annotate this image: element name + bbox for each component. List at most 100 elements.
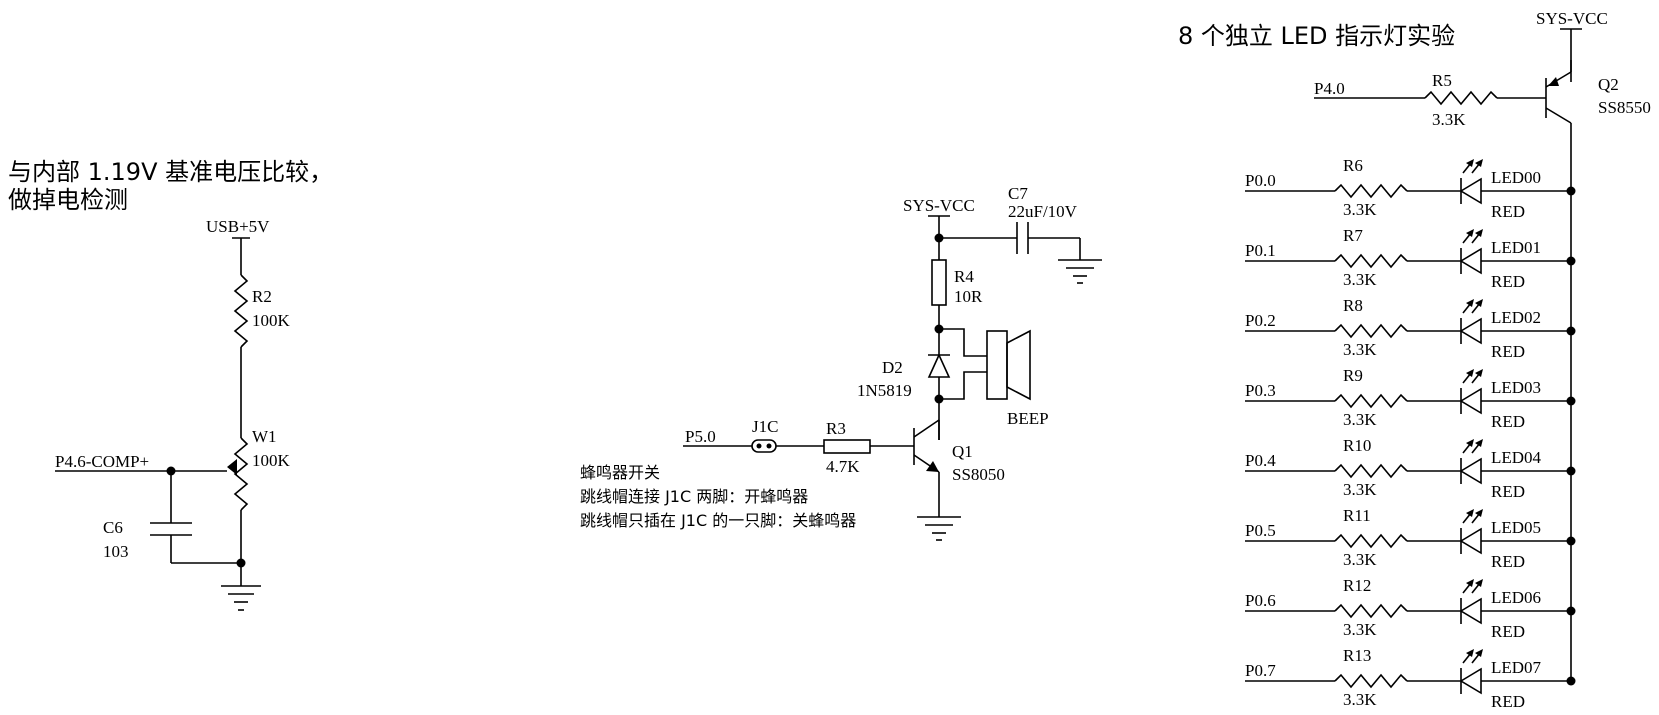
led-name: LED02 <box>1491 308 1541 327</box>
light-emission-icon <box>1462 299 1483 314</box>
led-name: LED06 <box>1491 588 1541 607</box>
led-color: RED <box>1491 622 1525 641</box>
led-color: RED <box>1491 482 1525 501</box>
resistor-value: 3.3K <box>1343 410 1377 429</box>
led-rows: P0.0R63.3KLED00REDP0.1R73.3KLED01REDP0.2… <box>1245 156 1576 711</box>
usb-5v-label: USB+5V <box>206 217 270 236</box>
emitter-arrow <box>1548 77 1559 86</box>
light-emission-icon <box>1462 229 1483 244</box>
led-vcc-label: SYS-VCC <box>1536 9 1608 28</box>
light-emission-icon <box>1462 159 1483 174</box>
emitter-arrow <box>926 461 939 472</box>
resistor-r5 <box>1424 90 1498 106</box>
diode-d2 <box>927 353 951 378</box>
wire <box>939 371 987 400</box>
led-name: LED05 <box>1491 518 1541 537</box>
junction-dot <box>1566 536 1576 546</box>
speaker-cone <box>1006 329 1031 401</box>
buzzer-circuit: SYS-VCC C7 22uF/10V R4 10R D2 1N5819 <box>580 184 1102 541</box>
led-color: RED <box>1491 412 1525 431</box>
led-name: LED04 <box>1491 448 1542 467</box>
d2-name: D2 <box>882 358 903 377</box>
junction-dot <box>1566 326 1576 336</box>
jumper-pin <box>766 443 772 449</box>
beep-label: BEEP <box>1007 409 1049 428</box>
led-color: RED <box>1491 552 1525 571</box>
led-name: LED00 <box>1491 168 1541 187</box>
junction-dot <box>1566 466 1576 476</box>
light-emission-icon <box>1462 649 1483 664</box>
wire <box>939 328 987 357</box>
led-title: 8 个独立 LED 指示灯实验 <box>1178 22 1455 50</box>
w1-value: 100K <box>252 451 291 470</box>
p50-label: P5.0 <box>685 427 716 446</box>
r5-name: R5 <box>1432 71 1452 90</box>
resistor-r3 <box>823 439 871 454</box>
q1-name: Q1 <box>952 442 973 461</box>
c6-name: C6 <box>103 518 123 537</box>
transistor-q2-collector <box>1545 107 1572 124</box>
resistor-r13 <box>1334 673 1408 689</box>
resistor-name: R8 <box>1343 296 1363 315</box>
junction-dot <box>1566 186 1576 196</box>
r3-value: 4.7K <box>826 457 860 476</box>
resistor-name: R10 <box>1343 436 1371 455</box>
q1-value: SS8050 <box>952 465 1005 484</box>
q2-name: Q2 <box>1598 75 1619 94</box>
c7-name: C7 <box>1008 184 1028 203</box>
power-detect-circuit: 与内部 1.19V 基准电压比较， 做掉电检测 USB+5V R2 100K W… <box>8 158 333 611</box>
junction-dot <box>1566 256 1576 266</box>
port-label: P0.4 <box>1245 451 1276 470</box>
wiper-arrow <box>227 459 237 475</box>
port-label: P0.6 <box>1245 591 1276 610</box>
resistor-value: 3.3K <box>1343 340 1377 359</box>
resistor-value: 3.3K <box>1343 200 1377 219</box>
sys-vcc-label: SYS-VCC <box>903 196 975 215</box>
beep-note-line-3: 跳线帽只插在 J1C 的一只脚：关蜂鸣器 <box>580 511 856 530</box>
junction-dot <box>1566 606 1576 616</box>
jumper-pin <box>756 443 762 449</box>
led-led05-triangle <box>1459 527 1482 555</box>
resistor-name: R11 <box>1343 506 1371 525</box>
jumper-j1c[interactable] <box>751 439 777 453</box>
led-led03-triangle <box>1459 387 1482 415</box>
resistor-r7 <box>1334 253 1408 269</box>
led-name: LED07 <box>1491 658 1542 677</box>
speaker-body <box>986 330 1008 400</box>
light-emission-icon <box>1462 579 1483 594</box>
port-label: P0.1 <box>1245 241 1276 260</box>
junction-dot <box>1566 676 1576 686</box>
resistor-r2 <box>233 274 249 348</box>
port-label: P0.7 <box>1245 661 1276 680</box>
led-name: LED03 <box>1491 378 1541 397</box>
r3-name: R3 <box>826 419 846 438</box>
led-led01-triangle <box>1459 247 1482 275</box>
light-emission-icon <box>1462 509 1483 524</box>
resistor-name: R7 <box>1343 226 1363 245</box>
beep-note-line-1: 蜂鸣器开关 <box>580 463 660 482</box>
light-emission-icon <box>1462 439 1483 454</box>
led-led00-triangle <box>1459 177 1482 205</box>
led-led06-triangle <box>1459 597 1482 625</box>
ground-symbol <box>221 585 261 611</box>
d2-value: 1N5819 <box>857 381 912 400</box>
resistor-value: 3.3K <box>1343 550 1377 569</box>
r4-name: R4 <box>954 267 974 286</box>
resistor-name: R9 <box>1343 366 1363 385</box>
ground-symbol <box>917 516 961 541</box>
resistor-name: R12 <box>1343 576 1371 595</box>
transistor-q1-collector <box>913 419 940 438</box>
junction-dot <box>1566 396 1576 406</box>
resistor-value: 3.3K <box>1343 480 1377 499</box>
r5-value: 3.3K <box>1432 110 1466 129</box>
led-color: RED <box>1491 692 1525 711</box>
port-label: P0.3 <box>1245 381 1276 400</box>
w1-name: W1 <box>252 427 277 446</box>
